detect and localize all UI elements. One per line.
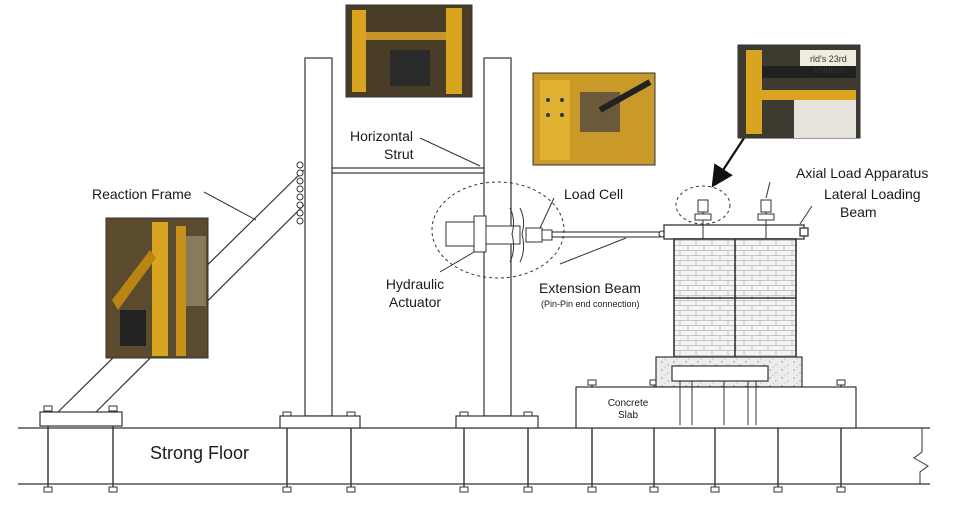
extension-beam [551, 230, 666, 238]
label-lateral-loading-beam-line1: Lateral Loading [824, 186, 921, 202]
label-horizontal-strut-line2: Strut [384, 146, 414, 162]
photo-axial-apparatus [737, 44, 861, 139]
left-column [279, 57, 361, 429]
axial-callout [675, 185, 731, 225]
bolt-heads [43, 379, 846, 493]
load-cell [525, 227, 553, 243]
photo-sign-text-2: xhibition [814, 65, 848, 75]
label-concrete-slab-line1: Concrete [607, 398, 649, 409]
label-hydraulic-actuator-line1: Hydraulic [385, 276, 445, 292]
actuator-callout [431, 181, 565, 279]
label-lateral-loading-beam-line2: Beam [840, 204, 877, 220]
label-horizontal-strut-line1: Horizontal [350, 128, 414, 144]
leader-lines [203, 137, 813, 273]
label-strong-floor: Strong Floor [150, 443, 250, 463]
horizontal-strut [331, 167, 485, 174]
concrete-slab [575, 386, 857, 429]
label-axial-load-apparatus: Axial Load Apparatus [796, 165, 929, 181]
connection-bolts [296, 161, 304, 225]
lateral-loading-beam [663, 224, 809, 240]
masonry-wall [673, 238, 797, 358]
slab-anchors [679, 381, 757, 425]
photo-sign-text-1: rld's 23rd [810, 54, 847, 64]
label-extension-beam: Extension Beam [539, 280, 641, 296]
photo-reaction-frame [105, 217, 209, 359]
footing [655, 356, 803, 388]
label-reaction-frame: Reaction Frame [92, 186, 192, 202]
label-extension-beam-note: (Pin-Pin end connection) [541, 299, 640, 309]
photo-load-cell [532, 72, 656, 166]
label-hydraulic-actuator-line2: Actuator [388, 294, 442, 310]
label-concrete-slab-line2: Slab [617, 410, 638, 421]
photo-callout-arrow [711, 137, 745, 188]
label-load-cell: Load Cell [564, 186, 624, 202]
hydraulic-actuator [445, 207, 525, 263]
photo-horizontal-strut [345, 4, 473, 98]
